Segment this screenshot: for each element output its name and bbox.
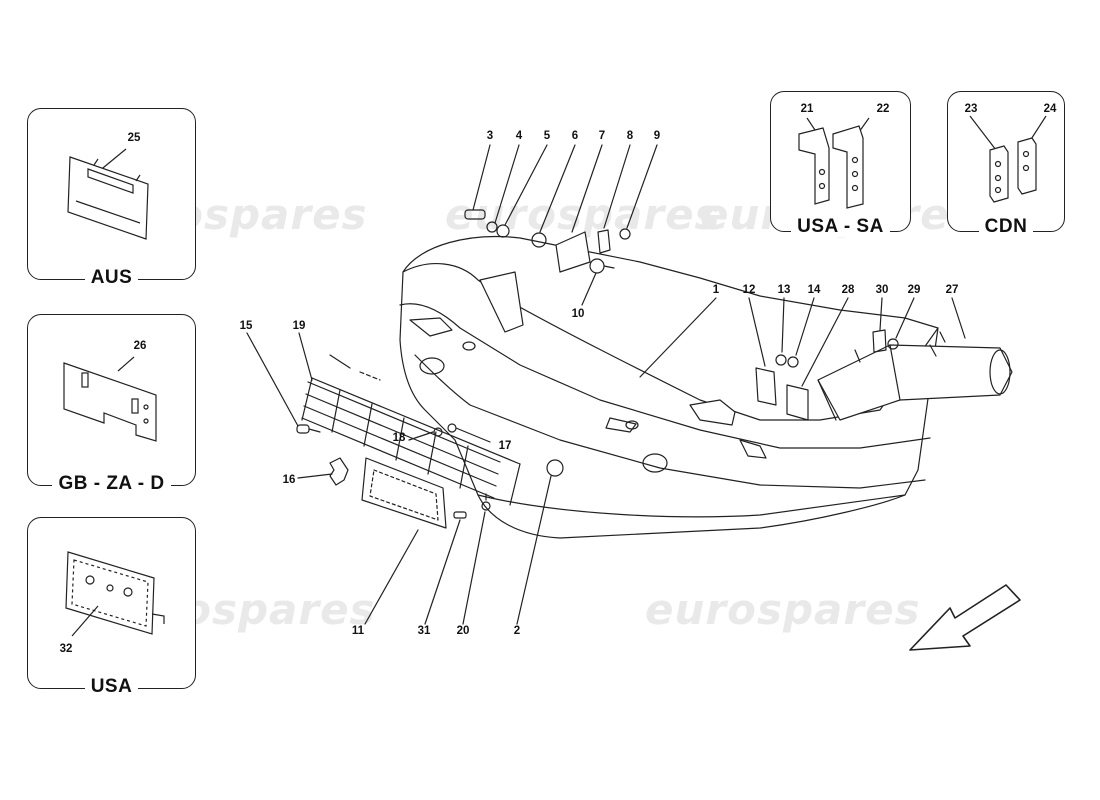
callout-16: 16 — [282, 474, 296, 486]
callout-7: 7 — [598, 130, 606, 142]
panel-aus-part-number: 25 — [127, 132, 141, 144]
panel-usa-sa: 21 22 USA - SA — [770, 91, 911, 237]
panel-gb-part-number: 26 — [133, 340, 147, 352]
grille-shape — [301, 354, 521, 506]
panel-cdn-part-24: 24 — [1043, 103, 1057, 115]
panel-usa-sa-part-21: 21 — [800, 103, 814, 115]
callout-4: 4 — [515, 130, 523, 142]
panel-usa-caption: USA — [28, 676, 195, 698]
callout-14: 14 — [807, 284, 821, 296]
callout-18: 18 — [392, 432, 406, 444]
front-bumper-shape — [399, 235, 939, 539]
callout-11: 11 — [351, 625, 365, 637]
panel-cdn-part-23: 23 — [964, 103, 978, 115]
callout-10: 10 — [571, 308, 585, 320]
callout-20: 20 — [456, 625, 470, 637]
side-bracket-shape — [817, 331, 1013, 421]
panel-usa-part-number: 32 — [59, 643, 73, 655]
plate-25-shape — [67, 148, 149, 240]
callout-31: 31 — [417, 625, 431, 637]
callout-12: 12 — [742, 284, 756, 296]
callout-17: 17 — [498, 440, 512, 452]
callout-5: 5 — [543, 130, 551, 142]
plate-32-shape — [65, 551, 165, 637]
callout-2: 2 — [513, 625, 521, 637]
callout-9: 9 — [653, 130, 661, 142]
callout-1: 1 — [712, 284, 720, 296]
callout-19: 19 — [292, 320, 306, 332]
panel-aus-caption: AUS — [28, 267, 195, 289]
plate-holder-shape — [361, 457, 447, 529]
callout-8: 8 — [626, 130, 634, 142]
callout-30: 30 — [875, 284, 889, 296]
panel-gb-za-d: 26 GB - ZA - D — [27, 314, 196, 494]
callout-28: 28 — [841, 284, 855, 296]
brackets-23-24-shape — [969, 115, 1047, 203]
callout-29: 29 — [907, 284, 921, 296]
panel-aus: 25 AUS — [27, 108, 196, 288]
callout-27: 27 — [945, 284, 959, 296]
panel-usa-sa-part-22: 22 — [876, 103, 890, 115]
panel-cdn-caption: CDN — [948, 216, 1064, 238]
emblem-shape — [329, 457, 349, 486]
brackets-21-22-shape — [798, 117, 870, 209]
callout-15: 15 — [239, 320, 253, 332]
callout-3: 3 — [486, 130, 494, 142]
plate-26-shape — [63, 356, 157, 442]
panel-usa: 32 USA — [27, 517, 196, 697]
direction-arrow-shape — [909, 584, 1021, 651]
panel-gb-caption: GB - ZA - D — [28, 473, 195, 495]
callout-13: 13 — [777, 284, 791, 296]
panel-cdn: 23 24 CDN — [947, 91, 1065, 237]
callout-6: 6 — [571, 130, 579, 142]
panel-usa-sa-caption: USA - SA — [771, 216, 910, 238]
